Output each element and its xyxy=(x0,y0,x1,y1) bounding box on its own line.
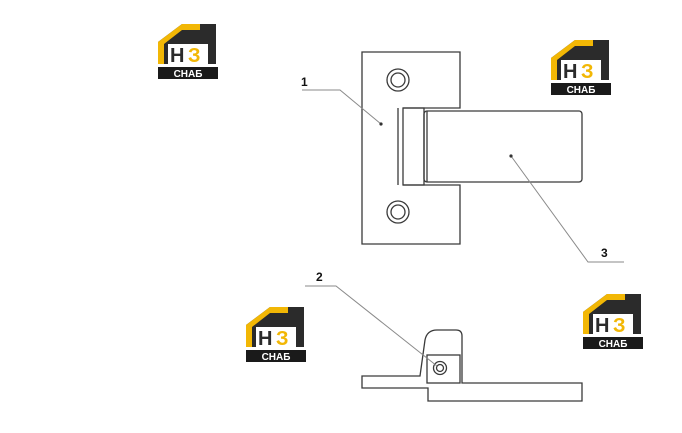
brand-logo-top-left xyxy=(158,24,218,80)
brand-logo-bottom-left xyxy=(246,307,306,363)
leader-line-1 xyxy=(302,89,382,125)
callout-3: 3 xyxy=(601,246,608,260)
leader-lines xyxy=(302,89,624,367)
brand-logo-top-right xyxy=(551,40,611,96)
hinge-leaf-front-view xyxy=(403,107,583,186)
mounting-hole-top xyxy=(386,68,410,92)
brand-logo-bottom-right xyxy=(583,294,643,350)
leader-line-2 xyxy=(305,285,438,367)
hinge-plate-front-view xyxy=(361,51,461,245)
callout-1: 1 xyxy=(301,75,308,89)
mounting-hole-bottom xyxy=(386,200,410,224)
leader-dots xyxy=(379,122,513,158)
pivot-pin xyxy=(432,360,448,376)
leader-line-3 xyxy=(510,155,624,263)
callout-2: 2 xyxy=(316,270,323,284)
hinge-side-view xyxy=(361,329,583,402)
